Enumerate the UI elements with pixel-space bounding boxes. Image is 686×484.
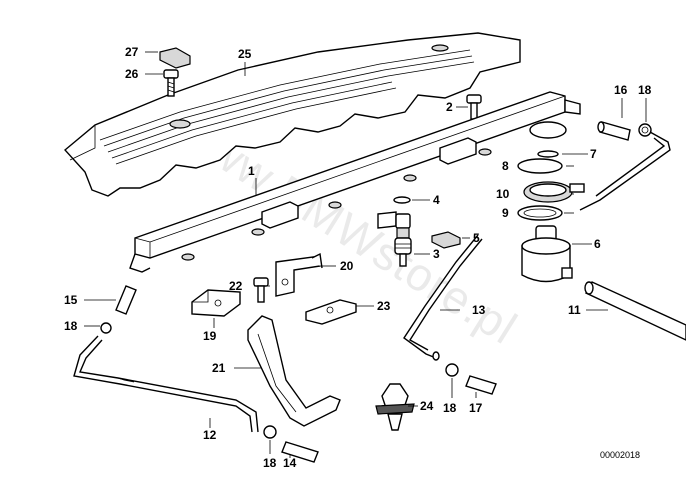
bracket-21 <box>247 315 341 427</box>
bracket-20 <box>275 252 323 297</box>
label-15: 15 <box>64 293 78 307</box>
clip-5 <box>431 231 461 249</box>
label-1: 1 <box>248 164 255 178</box>
reference-code: 00002018 <box>600 450 640 460</box>
label-16: 16 <box>614 83 628 97</box>
label-23: 23 <box>377 299 391 313</box>
label-18-right: 18 <box>443 401 457 415</box>
label-12: 12 <box>203 428 217 442</box>
label-22: 22 <box>229 279 243 293</box>
engine-cover <box>63 32 521 197</box>
hose-part-15 <box>115 285 137 315</box>
ring-9 <box>517 205 563 221</box>
o-ring-7 <box>537 150 559 158</box>
vacuum-hose-11 <box>585 281 686 341</box>
label-18-left: 18 <box>64 319 78 333</box>
seal-ring-8 <box>517 158 563 174</box>
o-ring-4 <box>393 196 411 204</box>
label-14: 14 <box>283 456 297 470</box>
label-13: 13 <box>472 303 486 317</box>
leader-lines <box>84 51 647 458</box>
clamp-part-18-left <box>100 322 112 334</box>
label-3: 3 <box>433 247 440 261</box>
pressure-regulator <box>521 225 573 283</box>
label-27: 27 <box>125 45 139 59</box>
label-4: 4 <box>433 193 440 207</box>
injector <box>377 211 412 267</box>
label-18-top: 18 <box>638 83 652 97</box>
push-clip-24 <box>375 383 415 431</box>
rail-outlet <box>129 253 151 273</box>
label-19: 19 <box>203 329 217 343</box>
return-line-upper <box>579 131 671 211</box>
label-20: 20 <box>340 259 354 273</box>
label-11: 11 <box>568 303 581 317</box>
label-2: 2 <box>446 100 453 114</box>
label-10: 10 <box>496 187 510 201</box>
label-26: 26 <box>125 67 139 81</box>
clip-part <box>159 47 191 69</box>
feed-line-12 <box>73 335 253 433</box>
bolt-part-26 <box>163 69 179 97</box>
bracket-19 <box>191 289 241 317</box>
clamp-part-18-bottom <box>263 425 277 439</box>
clamp-part-18-right <box>445 363 459 377</box>
bolt-part-2 <box>466 94 482 120</box>
label-17: 17 <box>469 401 483 415</box>
label-21: 21 <box>212 361 226 375</box>
label-5: 5 <box>473 231 480 245</box>
label-18-bottom: 18 <box>263 456 277 470</box>
label-8: 8 <box>502 159 509 173</box>
label-7: 7 <box>590 147 597 161</box>
label-9: 9 <box>502 206 509 220</box>
label-24: 24 <box>420 399 434 413</box>
return-line-13 <box>403 234 479 359</box>
hose-part-17 <box>465 375 497 395</box>
part-labels: 27 26 25 2 16 18 7 8 1 10 9 4 5 6 3 20 2… <box>64 45 652 470</box>
hose-part-14 <box>281 441 319 463</box>
bracket-23 <box>305 299 357 325</box>
hose-part-16 <box>597 121 631 141</box>
label-25: 25 <box>238 47 252 61</box>
bolt-part-22 <box>253 277 269 303</box>
clamp-10 <box>523 181 585 203</box>
label-6: 6 <box>594 237 601 251</box>
clamp-part-18-top <box>638 123 652 137</box>
